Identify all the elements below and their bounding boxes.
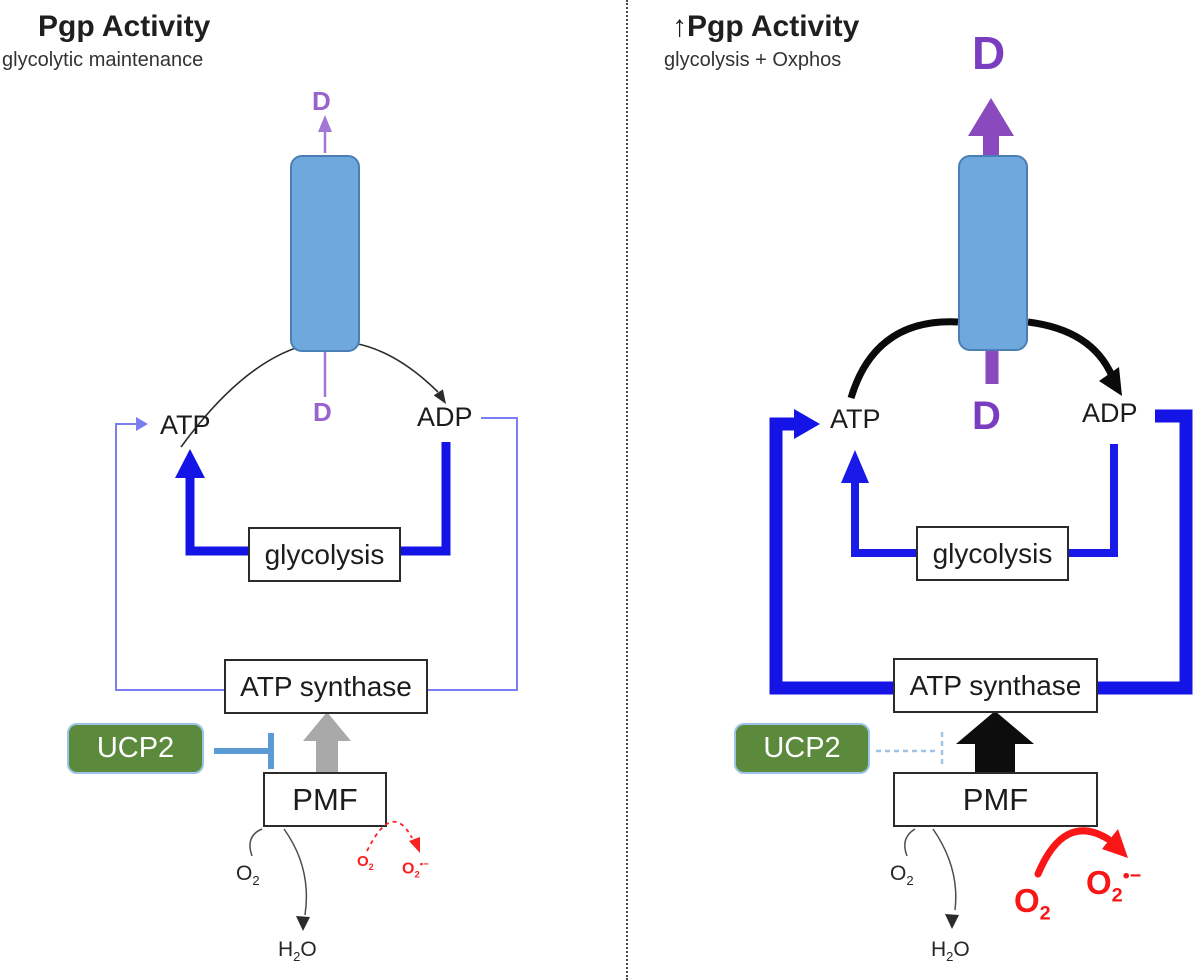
pmf-label-left: PMF (292, 781, 358, 817)
adp-glycolysis-line-right (1067, 444, 1118, 557)
glycolysis-atp-arrowhead-right (841, 450, 869, 483)
h2o-arrowhead-right (945, 914, 959, 929)
h2o-p2-left: O (300, 938, 317, 961)
superoxide-sub-left: 2 (414, 869, 420, 881)
atp-synthase-feedback-atp-left (115, 423, 224, 691)
pmf-box-right: PMF (893, 772, 1098, 827)
glycolysis-box-left: glycolysis (248, 527, 401, 582)
feedback-arrowhead-right (794, 409, 820, 439)
atp-synthase-feedback-atp-right (769, 417, 893, 695)
atp-adp-arc-left-half-right (847, 318, 959, 400)
superoxide-sup-right: •− (1122, 865, 1142, 887)
h2o-label-right: H2O (931, 939, 970, 963)
atp-adp-arc-arrowhead-right (1099, 367, 1122, 396)
atp-adp-arc-left (180, 340, 439, 448)
o2-curve-left (249, 828, 263, 857)
ucp2-box-right: UCP2 (734, 723, 870, 774)
ros-o2-label-right: O2 (1014, 884, 1051, 924)
glycolysis-label-left: glycolysis (264, 538, 385, 570)
ros-o2-base-left: O (357, 853, 369, 870)
o2-base-left: O (236, 862, 253, 885)
superoxide-label-right: O2•− (1086, 866, 1141, 906)
glycolysis-atp-arrow-left (185, 478, 249, 556)
right-panel-title: ↑Pgp Activity (672, 10, 860, 43)
superoxide-sub-right: 2 (1111, 884, 1123, 907)
superoxide-label-left: O2•− (402, 860, 429, 880)
ros-o2-base-right: O (1014, 882, 1040, 919)
atp-synthase-box-right: ATP synthase (893, 658, 1098, 713)
h2o-sub-right: 2 (946, 949, 954, 965)
adp-atp-synthase-feedback-right (1098, 409, 1193, 695)
panel-divider (626, 0, 628, 980)
ros-o2-sub-left: 2 (368, 862, 374, 872)
atp-adp-arc-arrowhead-left (433, 389, 446, 404)
h2o-sub-left: 2 (293, 949, 301, 965)
adp-label-left: ADP (417, 402, 473, 432)
glycolysis-label-right: glycolysis (932, 537, 1053, 569)
atp-synthase-label-left: ATP synthase (240, 670, 412, 702)
ucp2-label-left: UCP2 (96, 732, 175, 764)
h2o-curve-right (932, 828, 957, 911)
atp-adp-arc-right-half-right (1027, 318, 1116, 378)
ucp2-box-left: UCP2 (67, 723, 204, 774)
h2o-p1-right: H (931, 938, 947, 961)
left-panel-title: Pgp Activity (38, 10, 211, 43)
drug-efflux-arrowhead-left (318, 115, 332, 132)
pgp-transporter-right (958, 155, 1028, 351)
pmf-atp-synthase-arrow-left (303, 712, 351, 773)
h2o-label-left: H2O (278, 939, 317, 963)
h2o-p1-left: H (278, 938, 294, 961)
superoxide-sup-left: •− (419, 859, 429, 870)
h2o-p2-right: O (953, 938, 970, 961)
glycolysis-atp-arrowhead-left (175, 449, 205, 478)
o2-label-right: O2 (890, 863, 914, 887)
atp-label-right: ATP (830, 404, 881, 434)
atp-label-left: ATP (160, 410, 211, 440)
ucp2-label-right: UCP2 (763, 732, 841, 764)
glycolysis-atp-arrow-right (851, 483, 917, 557)
adp-label-right: ADP (1082, 398, 1138, 428)
drug-label-bottom-left: D (313, 397, 332, 427)
pmf-atp-synthase-arrow-right (956, 711, 1034, 773)
pgp-transporter-left (290, 155, 360, 352)
feedback-arrowhead-left (136, 417, 148, 431)
pmf-box-left: PMF (263, 772, 387, 827)
o2-label-left: O2 (236, 863, 260, 887)
glycolysis-box-right: glycolysis (916, 526, 1069, 581)
ros-o2-label-left: O2 (357, 854, 374, 872)
adp-glycolysis-line-left (399, 442, 451, 556)
atp-synthase-box-left: ATP synthase (224, 659, 428, 714)
o2-sub-left: 2 (252, 873, 260, 889)
o2-base-right: O (890, 862, 907, 885)
drug-label-top-right: D (972, 27, 1006, 79)
right-panel-subtitle: glycolysis + Oxphos (664, 49, 842, 71)
h2o-curve-left (283, 828, 308, 916)
ros-o2-sub-right: 2 (1039, 902, 1051, 925)
drug-efflux-arrowhead-right (968, 98, 1014, 136)
left-panel-subtitle: glycolytic maintenance (2, 49, 204, 71)
adp-atp-synthase-feedback-left (428, 417, 518, 691)
drug-label-top-left: D (312, 86, 331, 116)
superoxide-base-right: O (1086, 864, 1112, 901)
h2o-arrowhead-left (296, 916, 310, 931)
pmf-label-right: PMF (962, 781, 1029, 817)
drug-label-bottom-right: D (972, 394, 1001, 438)
o2-curve-right (904, 828, 916, 857)
o2-sub-right: 2 (906, 873, 914, 889)
atp-synthase-label-right: ATP synthase (909, 669, 1082, 701)
superoxide-base-left: O (402, 860, 415, 878)
